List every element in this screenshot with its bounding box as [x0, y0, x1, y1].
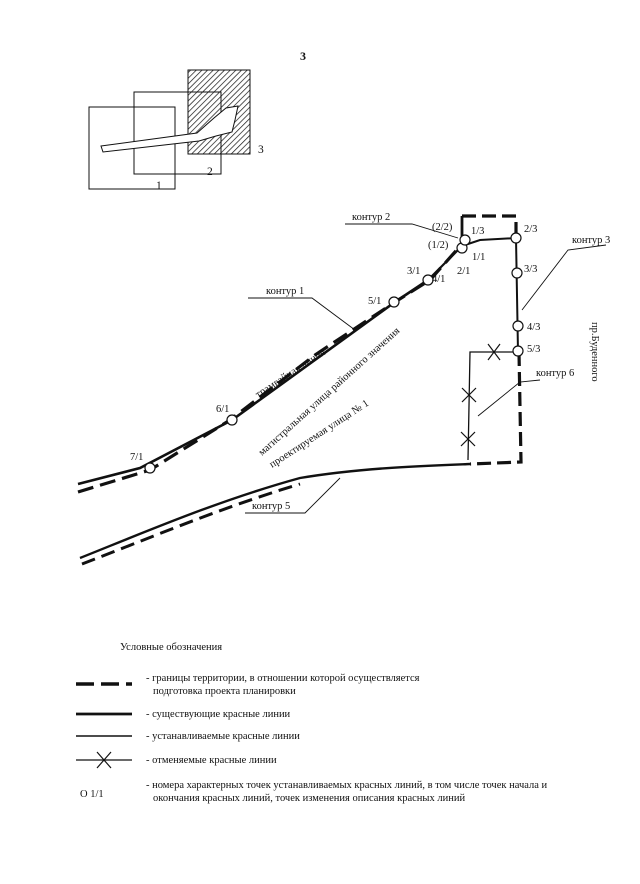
contour-6-label: контур 6 — [536, 368, 574, 379]
keymap-frame-1 — [88, 106, 176, 190]
legend-item-5-line2: окончания красных линий, точек изменения… — [153, 793, 465, 804]
legend: Условные обозначения - границы территори… — [76, 642, 548, 804]
cancel-mark-3 — [460, 431, 476, 447]
label-4-3: 4/3 — [527, 322, 540, 333]
key-map: 1 2 3 — [88, 69, 264, 192]
keymap-label-3: 3 — [258, 144, 264, 156]
leader-lines — [245, 223, 607, 514]
keymap-area-outline — [100, 105, 239, 153]
point-5-3 — [512, 345, 524, 357]
label-6-1: 6/1 — [216, 404, 229, 415]
legend-item-3: - устанавливаемые красные линии — [146, 731, 300, 742]
cancel-mark-2 — [461, 387, 477, 403]
label-5-3: 5/3 — [527, 344, 540, 355]
territory-boundary-right — [469, 351, 523, 466]
cancel-mark-1 — [487, 343, 501, 361]
existing-red-line-lower — [79, 462, 471, 560]
legend-item-5-line1: - номера характерных точек устанавливаем… — [146, 780, 548, 791]
point-4-3 — [512, 320, 524, 332]
label-1-3: 1/3 — [471, 226, 484, 237]
label-2-2: (2/2) — [432, 222, 453, 233]
keymap-label-2: 2 — [207, 166, 213, 178]
point-7-1 — [144, 462, 156, 474]
legend-symbol-cancelled — [76, 751, 132, 769]
contour-2-label: контур 2 — [352, 212, 390, 223]
keymap-label-1: 1 — [156, 180, 162, 192]
label-1-2: (1/2) — [428, 240, 449, 251]
label-4-1: 4/1 — [432, 274, 445, 285]
legend-item-1-line2: подготовка проекта планировки — [153, 686, 296, 697]
installed-red-line-short — [427, 245, 463, 281]
point-4-1 — [422, 274, 434, 286]
legend-point-symbol: O 1/1 — [80, 789, 104, 800]
cancelled-red-line — [467, 351, 518, 461]
label-3-3: 3/3 — [524, 264, 537, 275]
contour-5-label: контур 5 — [252, 501, 290, 512]
point-2-3 — [510, 232, 522, 244]
point-5-1 — [388, 296, 400, 308]
tram-line-label: трамвайная линия — [254, 347, 328, 400]
legend-item-2: - существующие красные линии — [146, 709, 291, 720]
label-1-1: 1/1 — [472, 252, 485, 263]
legend-title: Условные обозначения — [120, 642, 222, 653]
label-5-1: 5/1 — [368, 296, 381, 307]
main-street-label: магистральная улица районного значения — [257, 325, 403, 458]
contour-1-label: контур 1 — [266, 286, 304, 297]
territory-boundary-top — [462, 214, 518, 236]
legend-item-4: - отменяемые красные линии — [146, 755, 277, 766]
point-6-1 — [226, 414, 238, 426]
point-1-2 — [459, 234, 471, 246]
main-plan: контур 2 контур 3 контур 1 контур 6 конт… — [77, 212, 610, 566]
page-number: 3 — [300, 49, 306, 63]
characteristic-points — [144, 232, 524, 474]
label-3-1: 3/1 — [407, 266, 420, 277]
territory-boundary-lower — [81, 482, 301, 566]
budennogo-label: пр.Буденного — [589, 322, 600, 382]
label-7-1: 7/1 — [130, 452, 143, 463]
point-3-3 — [511, 267, 523, 279]
installed-red-line-contour3 — [461, 236, 519, 353]
legend-item-1-line1: - границы территории, в отношении которо… — [146, 673, 420, 684]
label-2-1: 2/1 — [457, 266, 470, 277]
contour-3-label: контур 3 — [572, 235, 610, 246]
label-2-3: 2/3 — [524, 224, 537, 235]
